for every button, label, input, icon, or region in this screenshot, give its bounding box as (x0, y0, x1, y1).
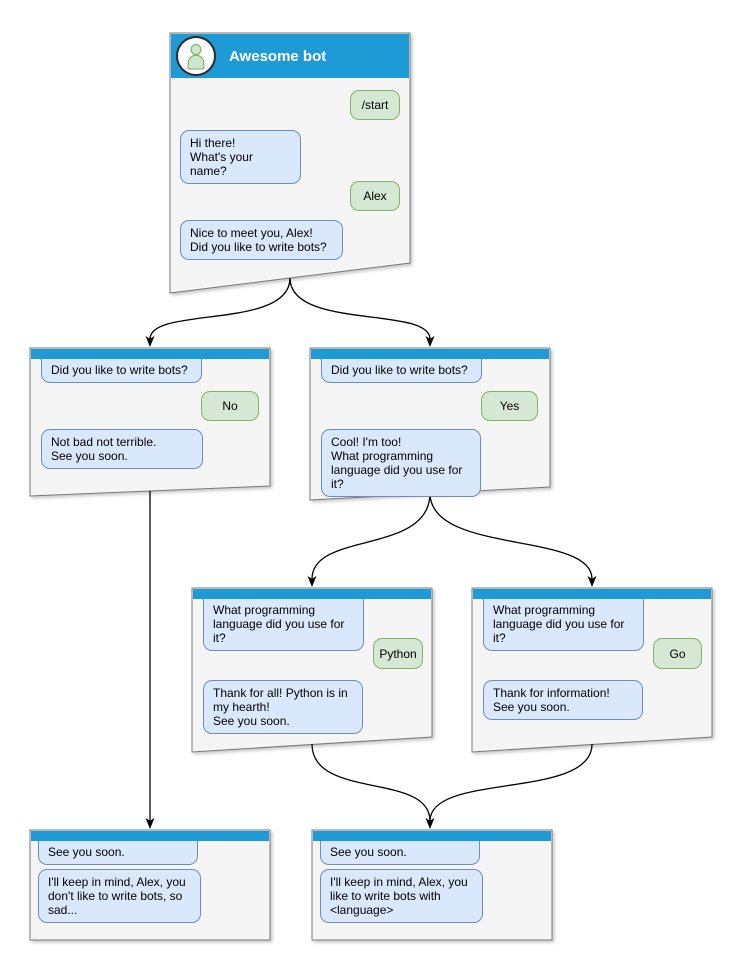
arrowhead-main-to-no (145, 336, 155, 347)
bot-question-bubble: What programming language did you use fo… (483, 590, 644, 651)
arrowhead-main-to-yes (425, 336, 435, 347)
user-message-bubble: /start (350, 90, 400, 120)
user-answer-bubble: Python (373, 638, 423, 669)
user-message-bubble: Alex (350, 181, 400, 211)
bot-message-bubble: Nice to meet you, Alex! Did you like to … (180, 220, 343, 260)
bot-reply-bubble: Not bad not terrible. See you soon. (41, 429, 203, 469)
chat-window-header: Awesome bot (171, 34, 409, 78)
bot-reply-bubble: Thank for information! See you soon. (483, 680, 643, 720)
connector-yes-to-python (311, 492, 431, 580)
user-answer-bubble: Yes (481, 391, 538, 421)
titlebar-end-yes (313, 831, 551, 841)
user-answer-bubble: No (201, 391, 259, 421)
connector-python-to-end (311, 743, 431, 822)
avatar (176, 36, 216, 76)
titlebar-branch-go (473, 589, 711, 599)
bot-reply-bubble: I'll keep in mind, Alex, you don't like … (38, 869, 201, 923)
person-icon (187, 43, 205, 70)
connector-yes-to-go (429, 492, 593, 580)
arrowhead-to-end-yes (425, 818, 435, 829)
bot-message-bubble: Hi there! What's your name? (180, 130, 301, 184)
bot-reply-bubble: I'll keep in mind, Alex, you like to wri… (320, 869, 483, 923)
bot-reply-bubble: Thank for all! Python is in my hearth! S… (203, 680, 363, 734)
user-answer-bubble: Go (653, 638, 702, 669)
connector-go-to-end (429, 743, 593, 822)
arrowhead-yes-to-go (587, 576, 597, 587)
arrowhead-yes-to-python (307, 576, 317, 587)
titlebar-branch-python (193, 589, 431, 599)
bot-reply-bubble: Cool! I'm too! What programming language… (321, 429, 481, 497)
titlebar-branch-yes (311, 349, 549, 359)
bot-question-bubble: What programming language did you use fo… (203, 590, 364, 651)
connector-main-to-yes (289, 277, 431, 340)
connector-main-to-no (149, 277, 291, 340)
arrowhead-no-to-end (145, 818, 155, 829)
window-title: Awesome bot (229, 47, 327, 65)
titlebar-branch-no (31, 349, 269, 359)
titlebar-end-no (31, 831, 269, 841)
